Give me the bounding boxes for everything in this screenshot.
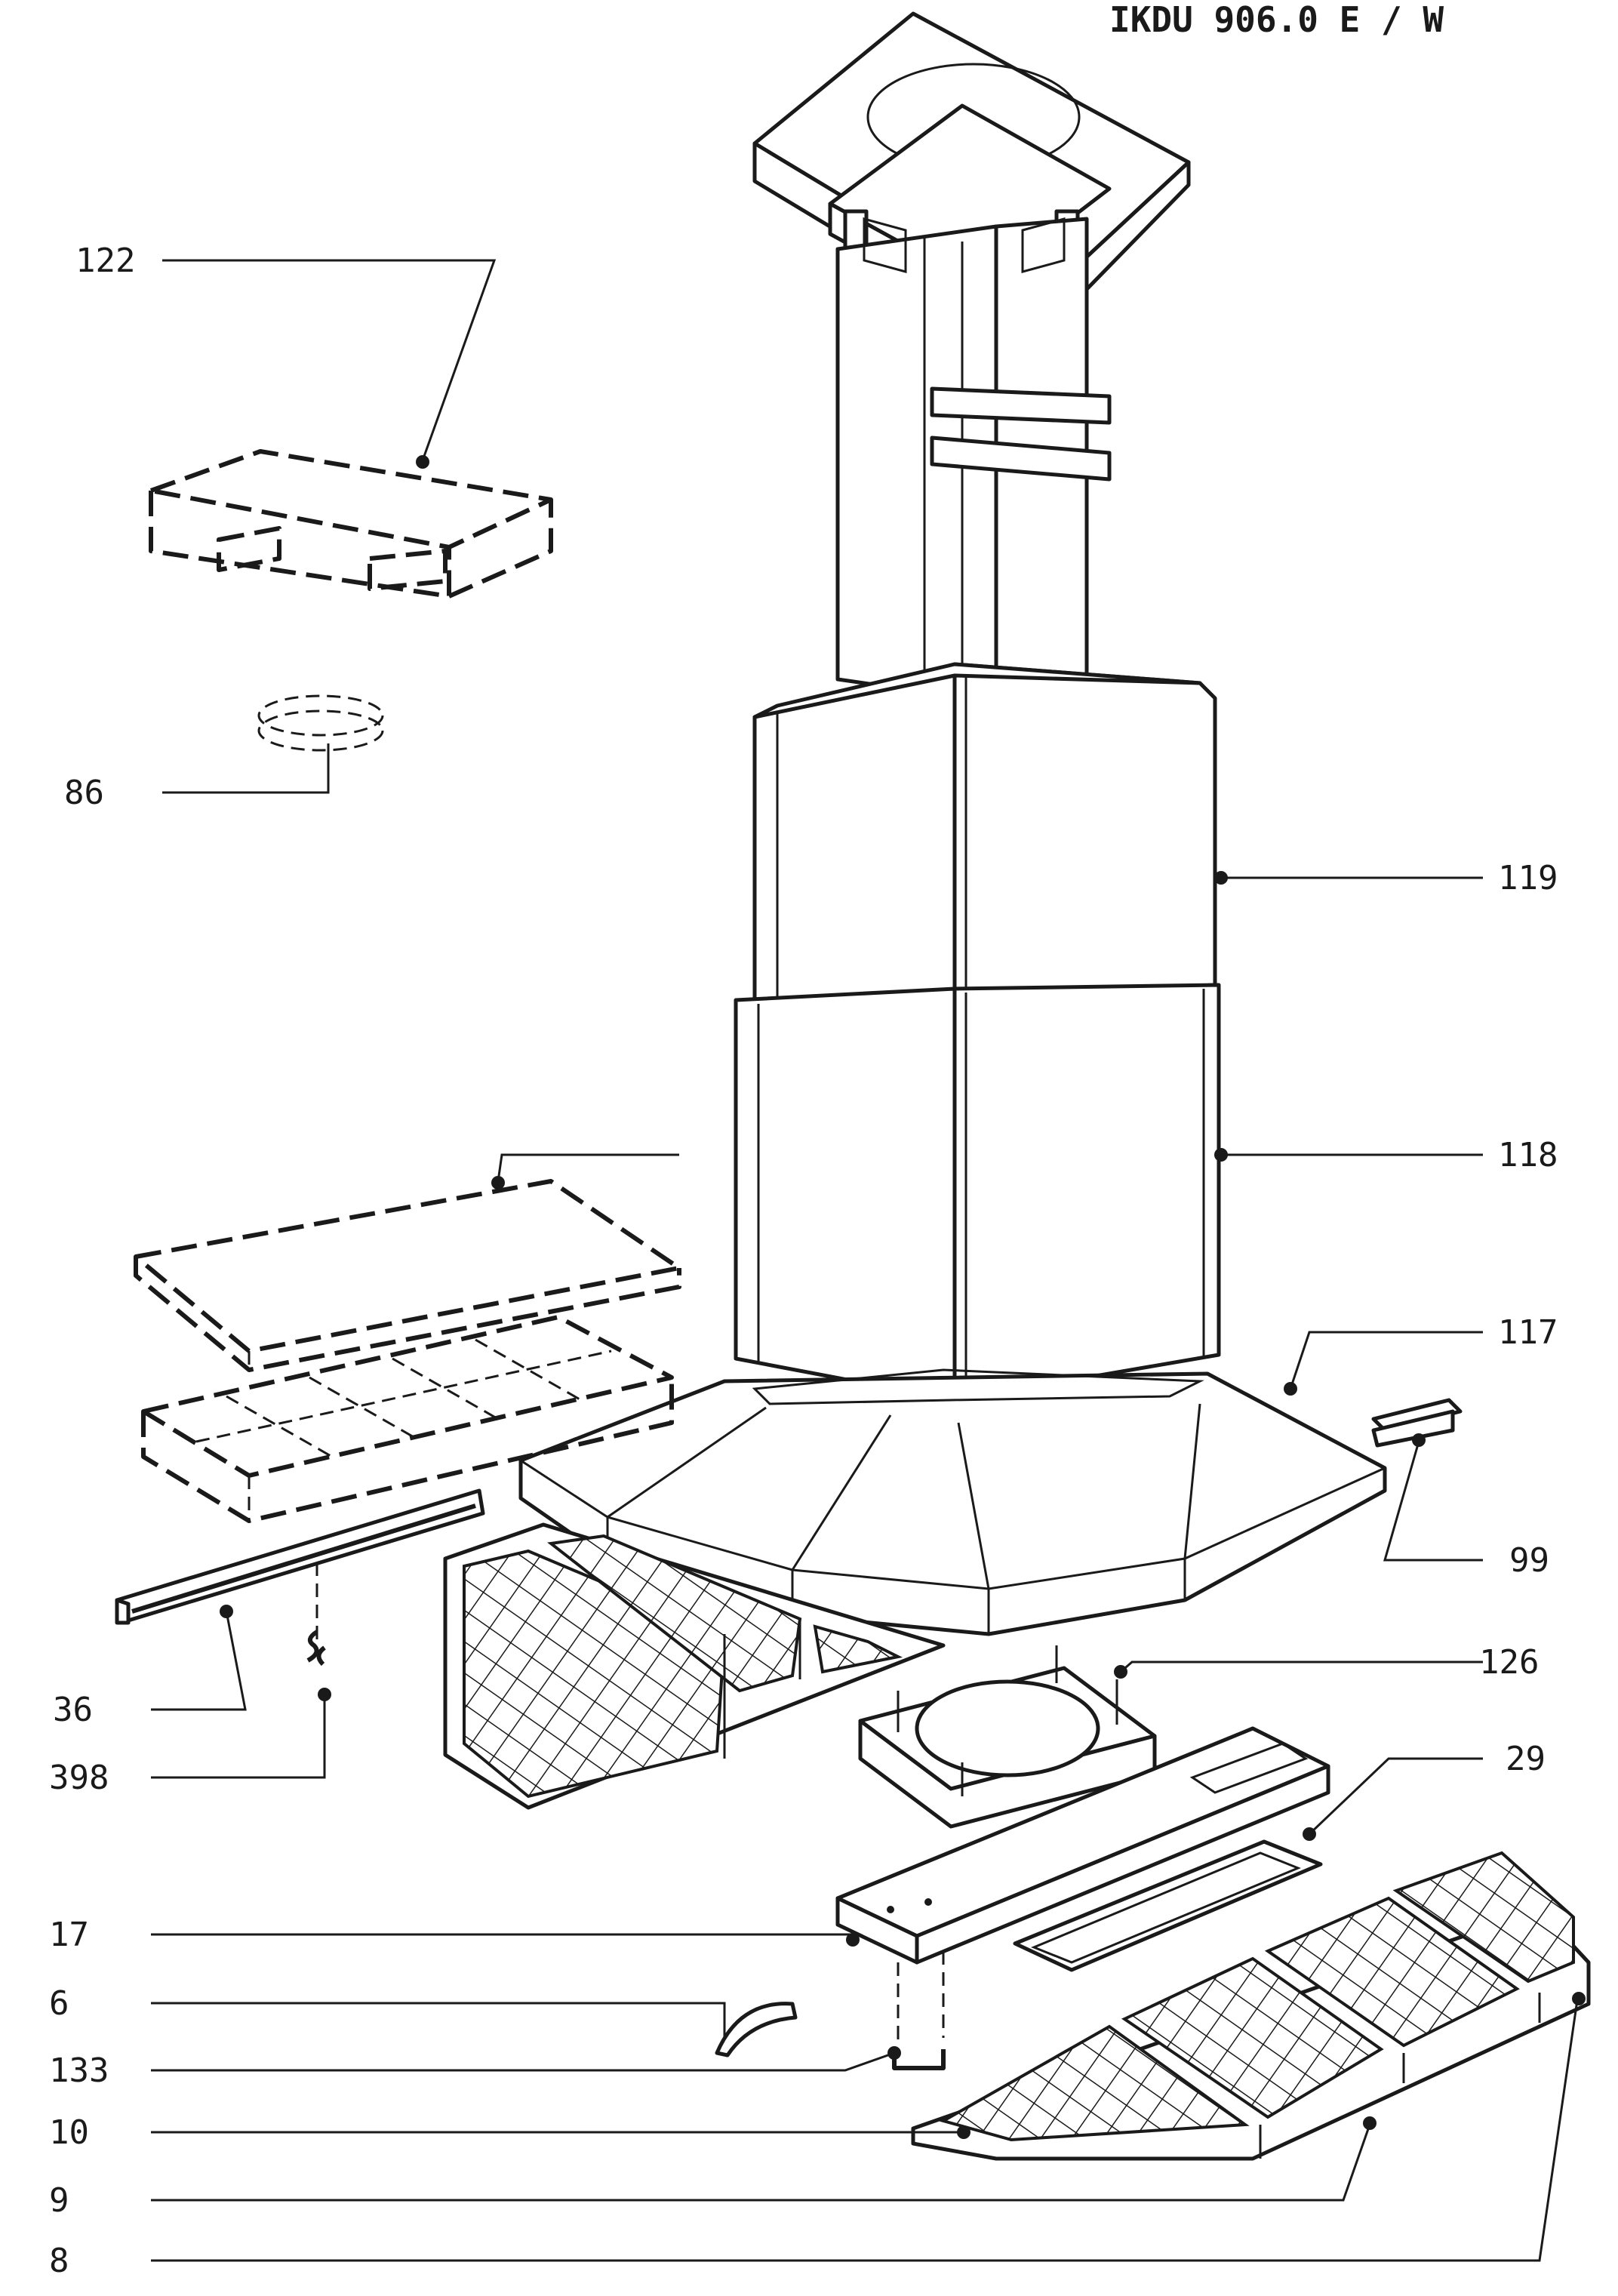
clip-6 [715,2002,798,2057]
inner-telescopic-duct [835,217,1112,704]
callout-17: 17 [49,1916,89,1954]
callout-9: 9 [49,2181,69,2220]
support-frame-17 [835,1726,1330,1965]
lower-chimney-cover-118 [734,983,1221,1402]
callout-36: 36 [53,1691,93,1729]
callout-6: 6 [49,1984,69,2023]
motor-mount-plate-126 [858,1645,1157,1829]
dashed-carbon-filter-block [141,1315,674,1523]
dashed-recirculation-tray [134,1179,681,1372]
callout-29: 29 [1506,1740,1546,1778]
dashed-ring-86 [257,694,384,752]
bracket-133 [892,1951,946,2070]
callout-118: 118 [1498,1136,1558,1174]
hood-canopy-117 [518,1368,1387,1636]
dashed-optional-housing-122 [149,449,553,599]
callout-86: 86 [64,774,104,812]
callout-126: 126 [1479,1643,1539,1682]
right-grease-filter-panel [911,1851,1591,2161]
left-grease-filter [443,1522,946,1810]
callout-99: 99 [1509,1541,1549,1580]
callout-122: 122 [75,242,135,280]
callout-119: 119 [1498,859,1558,897]
light-cover-29 [1013,1839,1323,1972]
model-code-title: IKDU 906.0 E / W [1109,0,1444,40]
callout-133: 133 [49,2051,109,2090]
callout-labels: 122 86 119 118 117 99 126 29 36 398 17 6… [49,242,1558,2280]
rear-bracket-99 [1371,1398,1463,1448]
callout-398: 398 [49,1759,109,1797]
upper-chimney-cover-119 [752,662,1217,1002]
callout-10: 10 [49,2113,89,2152]
callout-8: 8 [49,2242,69,2280]
callout-117: 117 [1498,1313,1558,1352]
leader-lines [151,259,1586,2262]
channel-strip-36 [115,1488,485,1625]
clip-398 [306,1562,326,1667]
